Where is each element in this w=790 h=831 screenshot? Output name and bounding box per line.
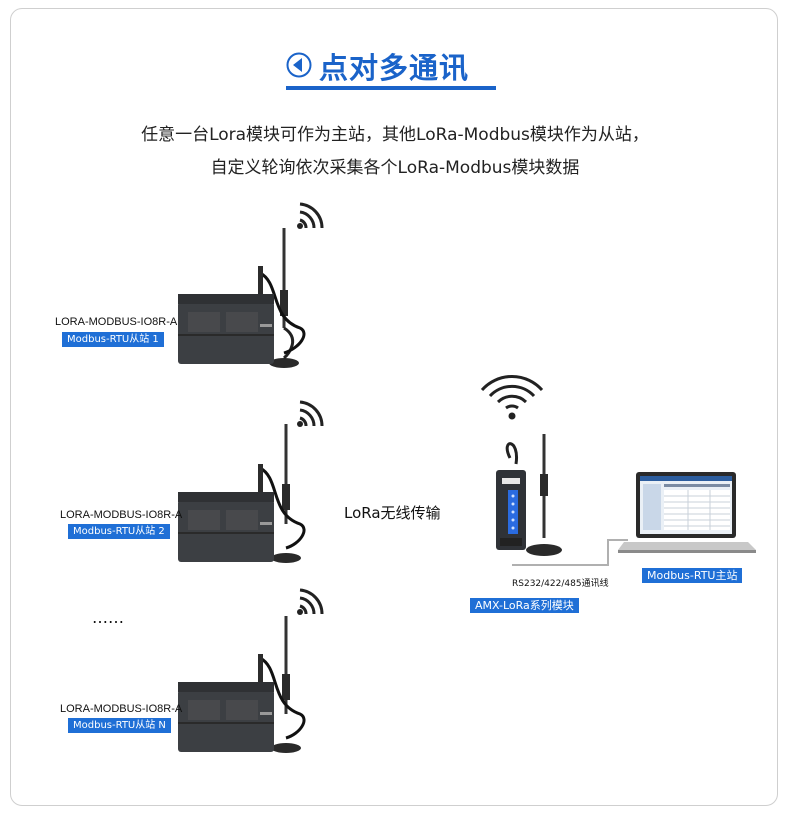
content-frame	[10, 8, 778, 806]
antenna-icon	[259, 424, 306, 563]
antenna-icon	[505, 434, 562, 556]
slave-2-role-badge: Modbus-RTU从站 2	[68, 524, 170, 539]
antenna-icon	[259, 616, 306, 753]
slave-3-model: LORA-MODBUS-IO8R-A	[60, 703, 183, 715]
more-devices-ellipsis: ……	[92, 608, 124, 627]
wifi-signal-icon	[297, 400, 324, 427]
wifi-signal-icon	[297, 588, 324, 615]
device-body	[178, 266, 274, 364]
slave-2-model: LORA-MODBUS-IO8R-A	[60, 509, 183, 521]
device-body	[178, 654, 274, 752]
wifi-signal-icon	[480, 375, 544, 420]
back-arrow-icon	[286, 52, 312, 78]
slave-device-1	[178, 202, 324, 368]
wifi-signal-icon	[297, 202, 324, 229]
wireless-transmission-label: LoRa无线传输	[344, 504, 441, 522]
cable-label: RS232/422/485通讯线	[512, 579, 609, 589]
slave-1-model: LORA-MODBUS-IO8R-A	[55, 316, 178, 328]
laptop-icon	[618, 472, 756, 553]
subtitle-line-1: 任意一台Lora模块可作为主站，其他LoRa-Modbus模块作为从站，	[141, 125, 649, 145]
gateway-body	[496, 470, 526, 550]
slave-device-3	[178, 588, 324, 753]
antenna-icon	[259, 228, 306, 368]
master-badge: Modbus-RTU主站	[642, 568, 743, 583]
subtitle-line-2: 自定义轮询依次采集各个LoRa-Modbus模块数据	[210, 158, 580, 178]
device-body	[178, 464, 274, 562]
gateway-device	[480, 375, 562, 556]
title-underline	[286, 86, 496, 90]
slave-device-2	[178, 400, 324, 563]
title-block: 点对多通讯	[286, 42, 496, 92]
serial-cable	[512, 539, 628, 566]
gateway-badge: AMX-LoRa系列模块	[470, 598, 579, 613]
slave-1-role-badge: Modbus-RTU从站 1	[62, 332, 164, 347]
slave-3-role-badge: Modbus-RTU从站 N	[68, 718, 171, 733]
page-title: 点对多通讯	[319, 51, 470, 85]
